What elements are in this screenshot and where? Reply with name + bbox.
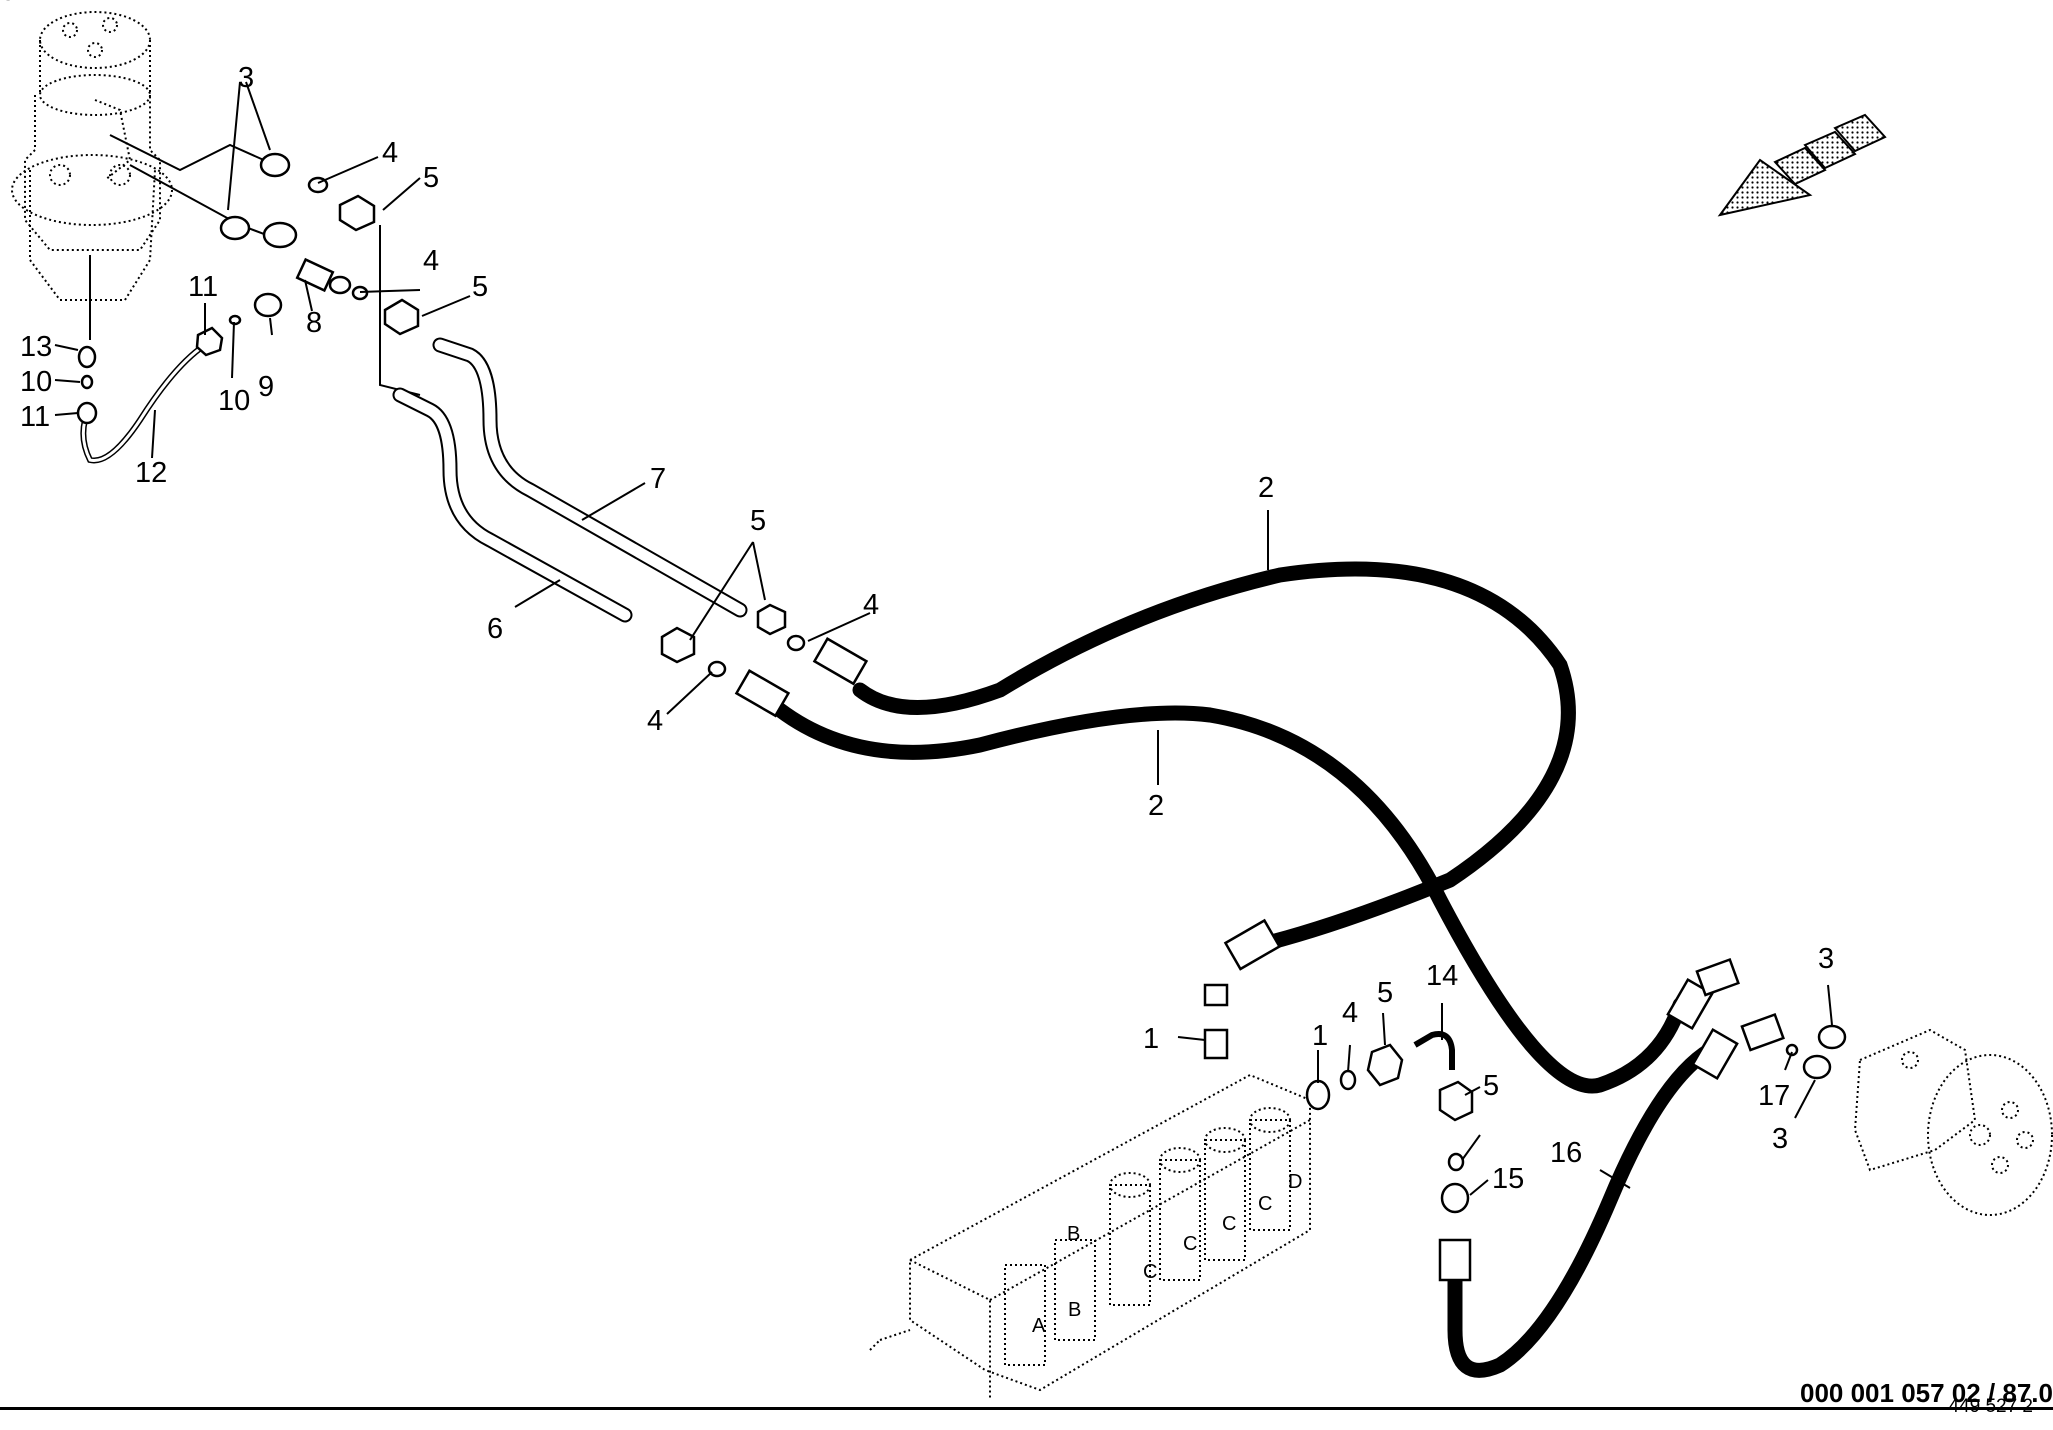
callout: 5 bbox=[423, 162, 439, 194]
callout: 10 bbox=[218, 385, 250, 417]
callout: 8 bbox=[306, 307, 322, 339]
right-motor bbox=[1853, 1028, 2053, 1216]
callout: 17 bbox=[1758, 1080, 1790, 1112]
hose-2-lower bbox=[772, 702, 1688, 1094]
callout: 1 bbox=[1143, 1023, 1159, 1055]
callout: 4 bbox=[647, 705, 663, 737]
callout: 5 bbox=[472, 271, 488, 303]
valve-label: C bbox=[1183, 1233, 1197, 1255]
valve-label: C bbox=[1222, 1213, 1236, 1235]
hose-2-upper bbox=[852, 561, 1576, 953]
callout: 2 bbox=[1258, 472, 1274, 504]
valve-label: D bbox=[1288, 1171, 1302, 1193]
callout: 4 bbox=[382, 137, 398, 169]
callout: 12 bbox=[135, 457, 167, 489]
tube-6 bbox=[392, 387, 633, 623]
callout: 5 bbox=[1377, 977, 1393, 1009]
callout: 4 bbox=[1342, 997, 1358, 1029]
callout: 9 bbox=[258, 371, 274, 403]
callout: 3 bbox=[238, 62, 254, 94]
left-motor bbox=[11, 11, 173, 301]
callout: 3 bbox=[1818, 943, 1834, 975]
hose-16 bbox=[1447, 1042, 1718, 1378]
callout: 6 bbox=[487, 613, 503, 645]
callout: 2 bbox=[1148, 790, 1164, 822]
callout: 15 bbox=[1492, 1163, 1524, 1195]
callout: 7 bbox=[650, 463, 666, 495]
control-valve-block bbox=[869, 1073, 1311, 1400]
valve-label: A bbox=[1032, 1315, 1046, 1337]
callout: 3 bbox=[1772, 1123, 1788, 1155]
sub-code: 449 527 2 bbox=[1948, 1396, 2033, 1418]
line-12-inner bbox=[81, 343, 206, 462]
valve-label: B bbox=[1067, 1223, 1080, 1245]
callout: 16 bbox=[1550, 1137, 1582, 1169]
baseline-rule bbox=[0, 1407, 2053, 1410]
tube-7 bbox=[432, 337, 748, 618]
valve-section-labels: A A B B C C C C D bbox=[0, 0, 1302, 1337]
valve-label: B bbox=[1068, 1299, 1081, 1321]
fittings bbox=[76, 152, 1847, 1282]
callout: 11 bbox=[20, 401, 50, 433]
connection-lines bbox=[89, 134, 421, 396]
valve-label: A bbox=[0, 0, 14, 5]
callout: 4 bbox=[423, 245, 439, 277]
document-code: 000 001 057 02 / 87.0 bbox=[1799, 1378, 2053, 1408]
valve-label: C bbox=[1143, 1261, 1157, 1283]
callout: 1 bbox=[1312, 1020, 1328, 1052]
direction-arrow bbox=[1717, 113, 1887, 217]
line-12 bbox=[80, 342, 207, 464]
callout: 3 bbox=[0, 0, 16, 7]
callout: 14 bbox=[1426, 960, 1458, 992]
callout: 13 bbox=[20, 331, 52, 363]
callout: 5 bbox=[1483, 1070, 1499, 1102]
valve-label: C bbox=[1258, 1193, 1272, 1215]
callout: 4 bbox=[863, 589, 879, 621]
callout-labels: 1 1 2 2 3 3 3 3 4 4 4 4 4 5 5 5 5 5 6 7 … bbox=[0, 0, 1834, 1195]
leader-lines bbox=[54, 81, 1833, 1196]
callout: 10 bbox=[20, 366, 52, 398]
callout: 5 bbox=[750, 505, 766, 537]
callout: 11 bbox=[188, 271, 218, 303]
